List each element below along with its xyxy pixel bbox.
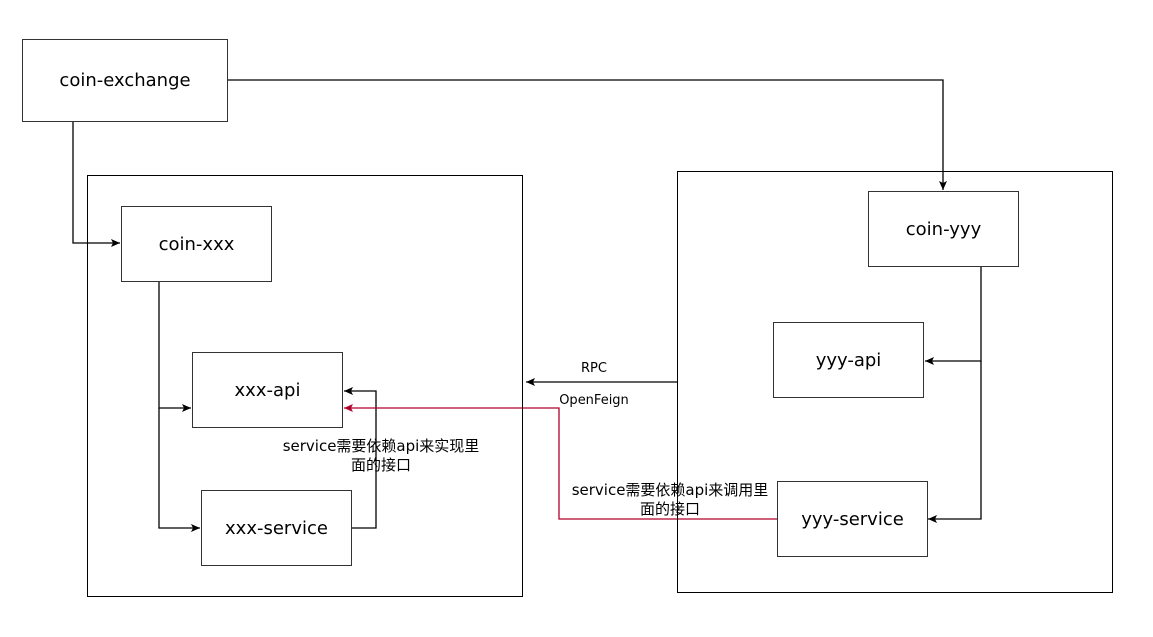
coin-yyy-box: coin-yyy xyxy=(868,191,1019,267)
left-note-line-2: 面的接口 xyxy=(350,455,411,474)
left-note-line-1: service需要依赖api来实现里 xyxy=(282,437,480,455)
xxx-api-box: xxx-api xyxy=(192,352,343,428)
edge-exchange-to-coin-xxx xyxy=(72,122,120,247)
coin-xxx-box: coin-xxx xyxy=(121,206,272,282)
yyy-api-box: yyy-api xyxy=(773,322,924,398)
rpc-label: RPC xyxy=(581,361,607,376)
xxx-api-label: xxx-api xyxy=(234,379,301,401)
edge-openfeign xyxy=(344,404,777,520)
left-module-container xyxy=(87,175,523,597)
xxx-service-label: xxx-service xyxy=(225,517,328,539)
right-note-line-1: service需要依赖api来调用里 xyxy=(571,481,769,499)
right-note: service需要依赖api来调用里 面的接口 xyxy=(563,481,777,519)
yyy-api-label: yyy-api xyxy=(815,349,882,371)
edge-xxx-service-to-xxx-api xyxy=(344,387,377,529)
right-note-line-2: 面的接口 xyxy=(639,499,700,518)
yyy-service-label: yyy-service xyxy=(801,508,904,530)
edge-coin-xxx-to-xxx-service xyxy=(158,408,200,532)
edge-exchange-to-coin-yyy xyxy=(228,79,947,190)
left-note: service需要依赖api来实现里 面的接口 xyxy=(268,437,494,475)
right-module-container xyxy=(677,171,1113,593)
xxx-service-box: xxx-service xyxy=(201,490,352,566)
coin-xxx-label: coin-xxx xyxy=(158,233,235,255)
coin-exchange-box: coin-exchange xyxy=(22,39,228,122)
coin-yyy-label: coin-yyy xyxy=(905,218,982,240)
coin-exchange-label: coin-exchange xyxy=(59,70,191,91)
edge-coin-yyy-to-yyy-service xyxy=(928,361,982,523)
openfeign-label: OpenFeign xyxy=(559,393,629,408)
yyy-service-box: yyy-service xyxy=(777,481,928,557)
